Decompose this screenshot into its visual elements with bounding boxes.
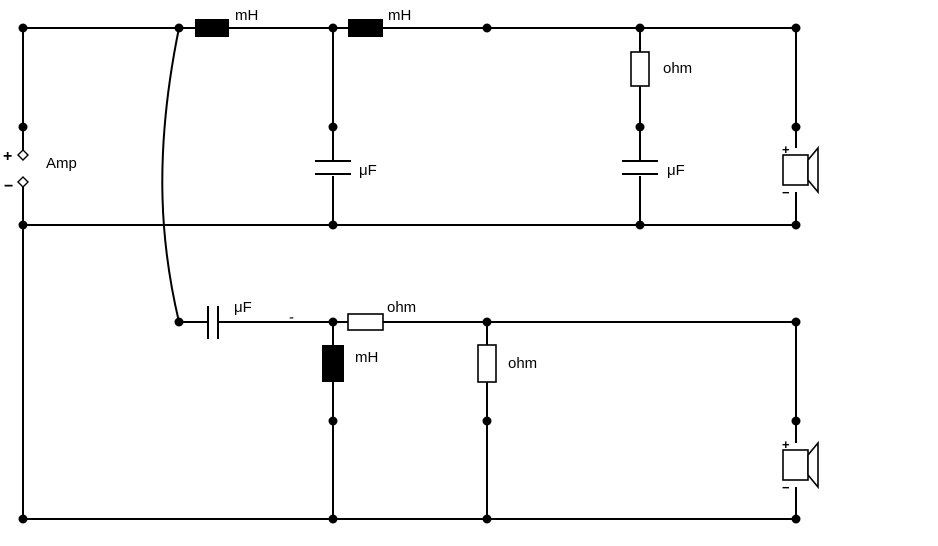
junction-node [791, 514, 801, 524]
resistor-top [630, 51, 650, 87]
junction-node [791, 23, 801, 33]
junction-nodes [18, 23, 801, 524]
junction-node [328, 416, 338, 426]
junction-node [482, 317, 492, 327]
junction-node [328, 220, 338, 230]
inductor-lower-label: mH [355, 349, 378, 366]
capacitor-top-2-label: μF [667, 162, 685, 179]
junction-node [791, 317, 801, 327]
junction-node [18, 122, 28, 132]
junction-node [328, 317, 338, 327]
junction-node [18, 514, 28, 524]
amp-terminals [17, 149, 29, 188]
amp-label: Amp [46, 155, 77, 172]
junction-node [18, 23, 28, 33]
resistor-lower-shunt [477, 344, 497, 383]
junction-node [482, 514, 492, 524]
inductor-top-2 [348, 19, 383, 37]
inductor-top-2-label: mH [388, 7, 411, 24]
resistor-top-label: ohm [663, 60, 692, 77]
capacitor-lower-label: μF [234, 299, 252, 316]
junction-node [635, 122, 645, 132]
junction-node [328, 23, 338, 33]
stray-dash-mark: - [289, 309, 294, 326]
speaker-bottom-plus: + [782, 437, 790, 452]
speaker-top-plus: + [782, 142, 790, 157]
junction-node [18, 220, 28, 230]
capacitor-lower [207, 306, 219, 339]
junction-node [635, 23, 645, 33]
resistor-lower-series [347, 313, 384, 331]
junction-node [174, 23, 184, 33]
junction-node [791, 122, 801, 132]
speaker-top-minus: − [782, 185, 790, 200]
junction-node [328, 122, 338, 132]
capacitor-top-1-label: μF [359, 162, 377, 179]
junction-node [791, 416, 801, 426]
junction-node [482, 23, 492, 33]
inductor-top-1-label: mH [235, 7, 258, 24]
amp-plus-terminal [17, 149, 29, 161]
junction-node [791, 220, 801, 230]
junction-node [328, 514, 338, 524]
wires [22, 27, 797, 520]
junction-node [482, 416, 492, 426]
speaker-icon [782, 440, 819, 490]
amp-minus-terminal [17, 176, 29, 188]
speaker-icon [782, 145, 819, 195]
speaker-bottom-minus: − [782, 480, 790, 495]
capacitor-top-2 [622, 160, 658, 175]
amp-minus-sign: − [4, 178, 13, 195]
inductor-top-1 [195, 19, 229, 37]
inductor-lower [322, 345, 344, 382]
resistor-lower-series-label: ohm [387, 299, 416, 316]
capacitor-top-1 [315, 160, 351, 175]
amp-plus-sign: + [3, 148, 12, 165]
crossover-jumper-wire [161, 27, 180, 323]
junction-node [635, 220, 645, 230]
resistor-lower-shunt-label: ohm [508, 355, 537, 372]
junction-node [174, 317, 184, 327]
